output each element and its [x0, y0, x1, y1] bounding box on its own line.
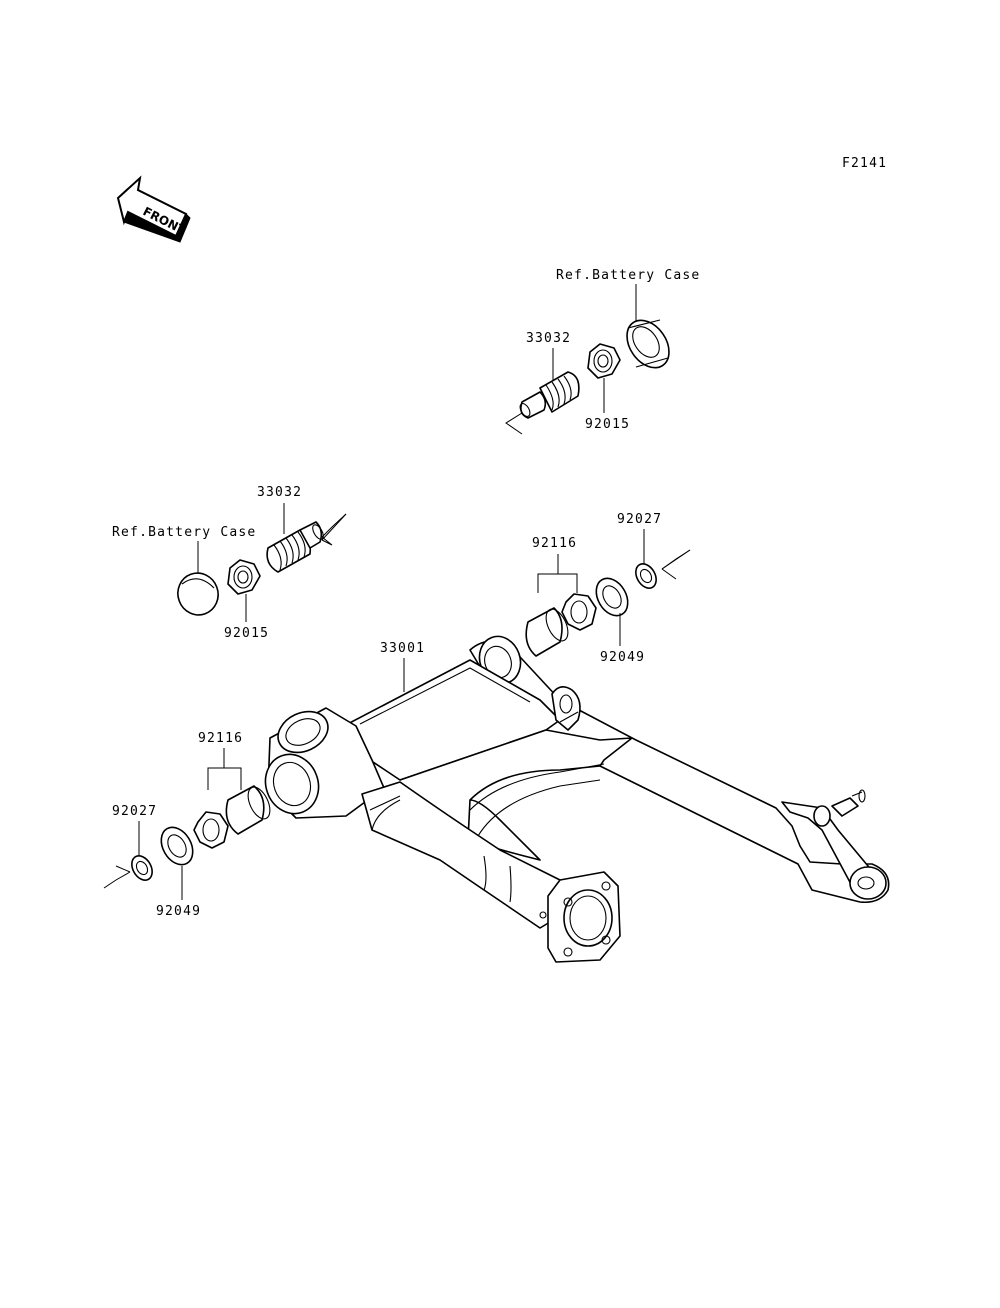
nut-92015-left — [227, 559, 261, 595]
shock-mount-bracket — [551, 686, 581, 731]
seal-right-label: 92049 — [600, 650, 645, 665]
rear-link-arm — [781, 789, 887, 900]
battery-case-ring-top — [626, 319, 670, 369]
pivot-shaft-33032-left — [266, 521, 324, 573]
collar-left-label: 92027 — [112, 804, 157, 819]
final-drive-flange — [539, 871, 621, 963]
needle-bearing-92116-right-b — [561, 593, 597, 631]
nut-92015-top — [587, 343, 621, 379]
swingarm-33001 — [264, 635, 890, 963]
pivot-shaft-33032-top — [519, 371, 580, 419]
seal-92049-left — [160, 826, 194, 866]
seal-92049-right — [595, 577, 629, 617]
front-arrow-icon: FRONT — [116, 175, 191, 243]
seal-left-label: 92049 — [156, 904, 201, 919]
swingarm-label: 33001 — [380, 641, 425, 656]
figure-code: F2141 — [842, 156, 887, 171]
nut-left-label: 92015 — [224, 626, 269, 641]
pivot-shaft-left-label: 33032 — [257, 485, 302, 500]
ref-battery-case-left-label: Ref.Battery Case — [112, 525, 256, 540]
needle-bearing-92116-right-a — [525, 607, 569, 657]
pivot-shaft-top-label: 33032 — [526, 331, 571, 346]
collar-right-label: 92027 — [617, 512, 662, 527]
needle-bearing-92116-left-b — [225, 785, 271, 835]
nut-top-label: 92015 — [585, 417, 630, 432]
needle-bearing-92116-left-a — [193, 811, 229, 849]
battery-case-cap-left — [177, 572, 219, 616]
ref-battery-case-top-label: Ref.Battery Case — [556, 268, 700, 283]
collar-92027-right — [635, 563, 657, 589]
collar-92027-left — [131, 855, 153, 881]
bearing-right-label: 92116 — [532, 536, 577, 551]
bearing-left-label: 92116 — [198, 731, 243, 746]
